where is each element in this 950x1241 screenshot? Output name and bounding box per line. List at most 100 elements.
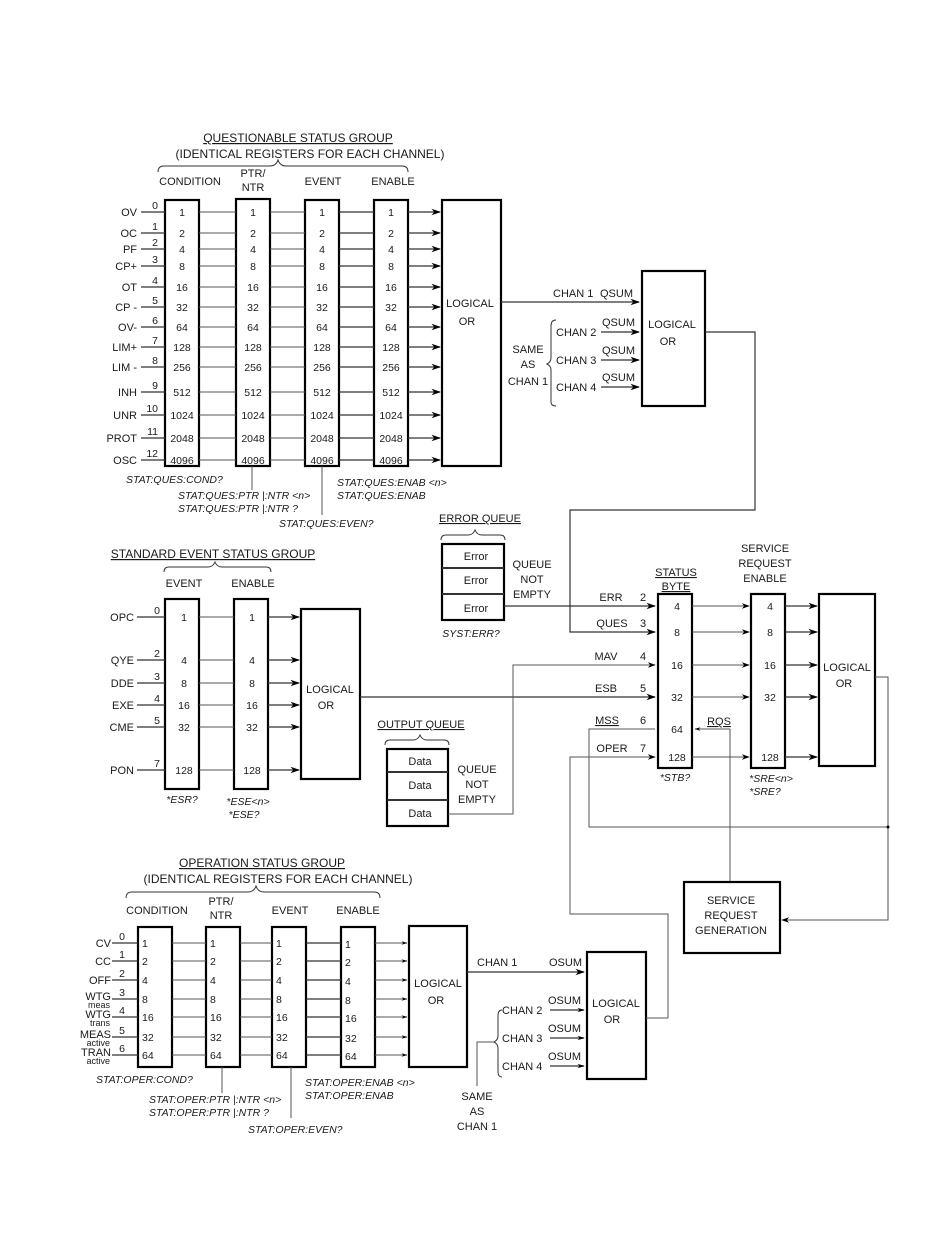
event-value: 32	[316, 302, 328, 314]
ptr-ntr-value: 4096	[241, 455, 265, 467]
condition-value: 4	[142, 975, 148, 987]
ptr-ntr-value: 128	[244, 342, 262, 354]
col-enable: ENABLE	[371, 176, 414, 188]
ques-logical-or	[440, 198, 503, 468]
ptr-ntr-value: 2	[250, 228, 256, 240]
event-value: 256	[313, 362, 331, 374]
signal-label: MEAS	[80, 1029, 111, 1041]
sre-value: 8	[767, 627, 773, 639]
cmd-syst-err: SYST:ERR?	[442, 628, 500, 640]
srg-label: SERVICE	[707, 895, 755, 907]
enable-value: 128	[382, 342, 400, 354]
chan-label: CHAN 3	[502, 1033, 542, 1045]
signal-label: OPER	[596, 743, 627, 755]
signal-label: OPC	[110, 612, 134, 624]
condition-value: 32	[142, 1032, 154, 1044]
cmd-oper-ptr-query: STAT:OPER:PTR |:NTR ?	[149, 1107, 269, 1119]
srg-label: GENERATION	[695, 925, 767, 937]
signal-label: INH	[118, 387, 137, 399]
signal-label: TRAN	[81, 1047, 111, 1059]
oper-or-label: OR	[428, 995, 445, 1007]
chan-label: CHAN 3	[556, 355, 596, 367]
status-byte-value: 32	[671, 692, 683, 704]
ptr-ntr-value: 8	[210, 994, 216, 1006]
oper-or2-label: OR	[604, 1014, 621, 1026]
bit-number: 0	[154, 605, 160, 617]
output-item: Data	[408, 808, 432, 820]
chan-label: CHAN 4	[556, 382, 596, 394]
osum-label: OSUM	[548, 1051, 581, 1063]
enable-value: 16	[345, 1013, 357, 1025]
status-byte-register	[656, 592, 694, 770]
bit-number: 5	[640, 683, 646, 695]
bit-number: 4	[152, 275, 158, 287]
ptr-ntr-value: 1	[210, 938, 216, 950]
sre-value: 4	[767, 601, 773, 613]
output-queue: OUTPUT QUEUE Data Data Data QUEUE NOT EM…	[377, 662, 656, 828]
bit-number: 4	[640, 651, 646, 663]
questionable-status-group: QUESTIONABLE STATUS GROUP (IDENTICAL REG…	[106, 131, 756, 636]
condition-value: 1024	[170, 410, 194, 422]
osum-label: OSUM	[548, 995, 581, 1007]
cmd-esr: *ESR?	[166, 794, 198, 806]
cmd-ques-even: STAT:QUES:EVEN?	[279, 518, 374, 530]
ptr-ntr-value: 4	[250, 244, 256, 256]
bit-number: 11	[147, 426, 158, 438]
bit-number: 6	[152, 315, 158, 327]
event-value: 32	[178, 722, 190, 734]
condition-value: 64	[176, 322, 188, 334]
operation-status-group: OPERATION STATUS GROUP (IDENTICAL REGIST…	[80, 856, 668, 1136]
oper-same-as: SAME	[461, 1091, 492, 1103]
ques-chan1-label: CHAN 1	[553, 288, 593, 300]
service-request-generation: SERVICE REQUEST GENERATION	[682, 880, 782, 955]
signal-sublabel: active	[86, 1056, 110, 1066]
condition-value: 32	[176, 302, 188, 314]
error-queue-status: EMPTY	[513, 589, 552, 601]
ptr-ntr-value: 1	[250, 207, 256, 219]
enable-value: 128	[243, 765, 261, 777]
signal-label: MAV	[594, 651, 618, 663]
col-event: EVENT	[166, 578, 203, 590]
condition-value: 512	[173, 387, 191, 399]
chan-label: CHAN 4	[502, 1061, 542, 1073]
event-value: 4096	[310, 455, 334, 467]
event-value: 32	[276, 1032, 288, 1044]
oper-channel-logical-or	[585, 950, 648, 1081]
error-item: Error	[464, 575, 489, 587]
status-byte-title: STATUS	[655, 567, 697, 579]
event-value: 1	[276, 938, 282, 950]
signal-label: WTG	[85, 991, 111, 1003]
event-value: 16	[178, 700, 190, 712]
bit-number: 5	[119, 1025, 125, 1037]
sre-title: REQUEST	[738, 558, 791, 570]
col-condition: CONDITION	[126, 905, 188, 917]
ptr-ntr-value: 256	[244, 362, 262, 374]
status-byte-value: 16	[671, 660, 683, 672]
enable-value: 1	[249, 612, 255, 624]
std-event-register	[163, 597, 201, 791]
sre-register	[749, 592, 787, 770]
questionable-brace	[157, 158, 409, 173]
ptr-ntr-value: 4	[210, 975, 216, 987]
chan-label: CHAN 2	[556, 327, 596, 339]
event-value: 2	[276, 956, 282, 968]
condition-value: 1	[179, 207, 185, 219]
std-event-group-title: STANDARD EVENT STATUS GROUP	[111, 547, 315, 561]
signal-label: OT	[122, 282, 138, 294]
bit-number: 8	[152, 355, 158, 367]
event-value: 4	[181, 655, 187, 667]
enable-value: 1024	[379, 410, 403, 422]
bit-number: 3	[154, 671, 160, 683]
bit-number: 2	[152, 237, 158, 249]
